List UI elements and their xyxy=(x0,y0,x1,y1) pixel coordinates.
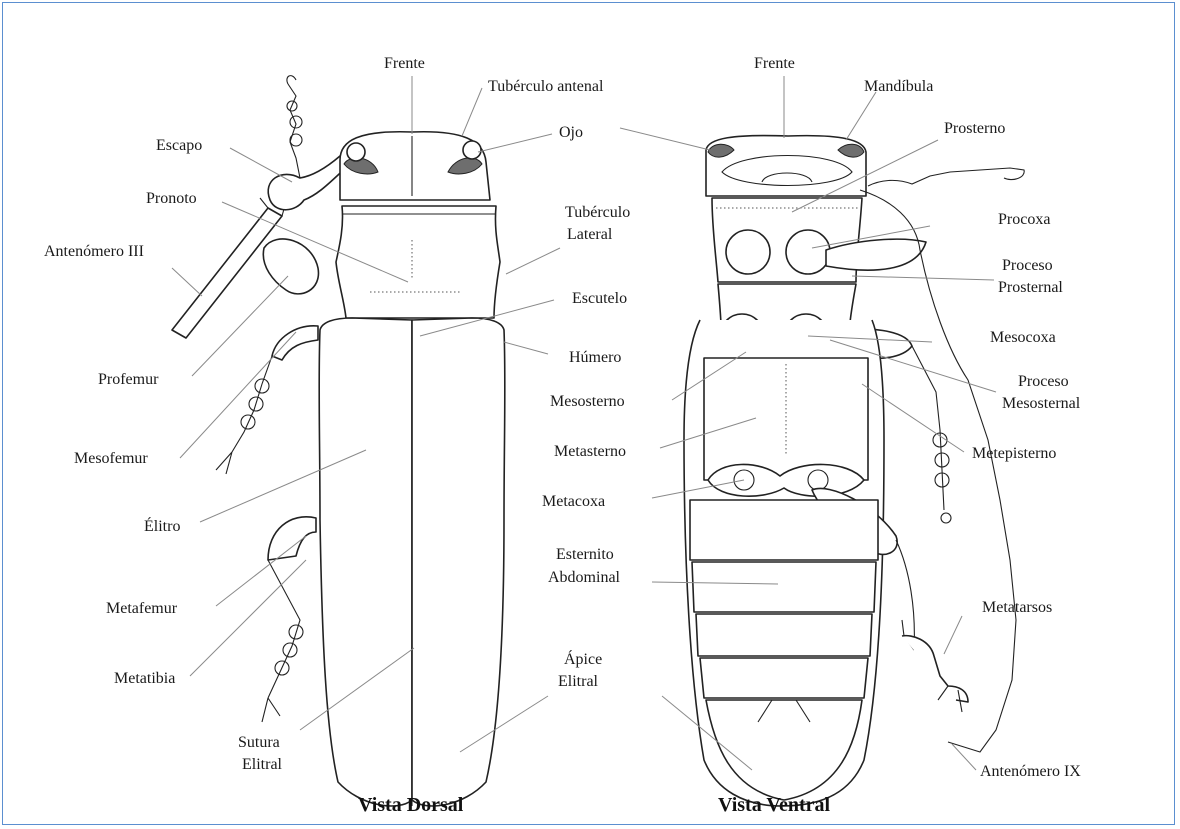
label-elitro: Élitro xyxy=(144,516,180,535)
label-proceso-mesosternal-line1: Proceso xyxy=(1018,373,1069,390)
label-tuberculo-antenal: Tubérculo antenal xyxy=(488,78,604,95)
title-vista-dorsal: Vista Dorsal xyxy=(358,794,464,816)
label-humero: Húmero xyxy=(569,349,621,366)
label-ojo-dorsal: Ojo xyxy=(559,124,583,141)
label-frente-dorsal: Frente xyxy=(384,55,425,72)
label-metacoxa: Metacoxa xyxy=(542,493,605,510)
label-apice-line2: Elitral xyxy=(558,673,599,690)
label-metasterno: Metasterno xyxy=(554,443,626,460)
label-metafemur: Metafemur xyxy=(106,600,178,617)
label-mesocoxa: Mesocoxa xyxy=(990,329,1056,346)
label-metatarsos: Metatarsos xyxy=(982,599,1052,616)
label-profemur: Profemur xyxy=(98,371,159,388)
label-mesosterno: Mesosterno xyxy=(550,393,625,410)
label-tuberculo-lateral-line1: Tubérculo xyxy=(565,204,630,221)
label-prosterno: Prosterno xyxy=(944,120,1005,137)
label-pronoto: Pronoto xyxy=(146,190,197,207)
label-metepisterno: Metepisterno xyxy=(972,445,1056,462)
label-apice-line1: Ápice xyxy=(564,649,602,668)
label-proceso-prosternal-line1: Proceso xyxy=(1002,257,1053,274)
label-metatibia: Metatibia xyxy=(114,670,175,687)
label-esternito-line1: Esternito xyxy=(556,546,614,563)
label-esternito-line2: Abdominal xyxy=(548,569,621,586)
label-sutura-line2: Elitral xyxy=(242,756,283,773)
label-tuberculo-lateral-line2: Lateral xyxy=(567,226,613,243)
label-mesofemur: Mesofemur xyxy=(74,450,148,467)
ventral-beetle-drawing xyxy=(684,136,1024,806)
label-antenomero-ix: Antenómero IX xyxy=(980,763,1081,780)
label-proceso-mesosternal-line2: Mesosternal xyxy=(1002,395,1081,412)
label-escutelo: Escutelo xyxy=(572,290,627,307)
label-proceso-prosternal-line2: Prosternal xyxy=(998,279,1063,296)
dorsal-beetle-drawing xyxy=(172,76,505,806)
label-antenomero-iii: Antenómero III xyxy=(44,243,144,260)
title-vista-ventral: Vista Ventral xyxy=(718,794,830,816)
label-procoxa: Procoxa xyxy=(998,211,1050,228)
label-sutura-line1: Sutura xyxy=(238,734,280,751)
label-mandibula: Mandíbula xyxy=(864,78,933,95)
label-frente-ventral: Frente xyxy=(754,55,795,72)
label-escapo: Escapo xyxy=(156,137,202,154)
